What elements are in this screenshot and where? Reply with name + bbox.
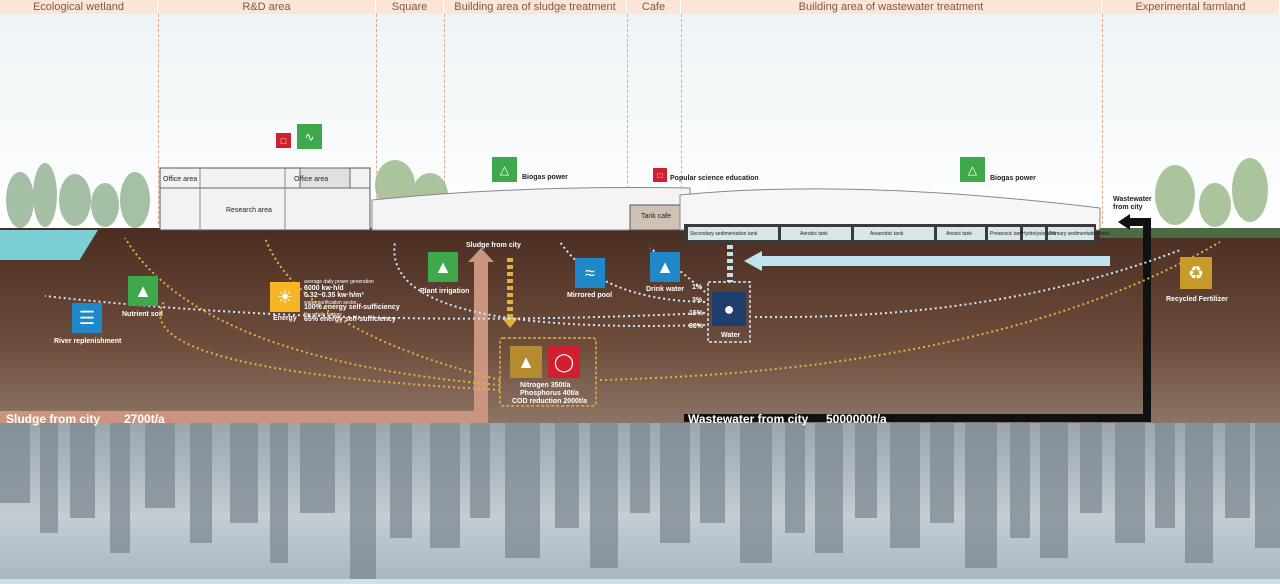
fish-icon: ☰ xyxy=(72,303,102,333)
tree-icon: ▲ xyxy=(428,252,458,282)
book-icon: □ xyxy=(653,168,667,182)
nutrient-line-1: Nitrogen 350t/a xyxy=(520,382,571,389)
wastewater-flow-value: 5000000t/a xyxy=(826,412,887,426)
tank-cafe-label: Tank cafe xyxy=(641,213,671,220)
energy-line-7: 65% energy self-sufficiency xyxy=(304,316,396,323)
biogas-power-label-2: Biogas power xyxy=(990,175,1036,182)
nutrient-dotted-lines xyxy=(124,237,1221,391)
waves-icon: ≈ xyxy=(575,258,605,288)
sludge-building xyxy=(371,187,691,231)
biogas-icon: △ xyxy=(960,157,985,182)
zone-ecological-wetland: Ecological wetland xyxy=(0,0,158,14)
leaf-wave-icon: ∿ xyxy=(297,124,322,149)
zone-divider xyxy=(681,14,682,224)
water-label: Water xyxy=(721,332,741,339)
wastewater-top-label: Wastewater from city xyxy=(1113,196,1152,211)
faucet-icon: ▲ xyxy=(650,252,680,282)
energy-label: Energy xyxy=(273,315,297,322)
farmland-grass xyxy=(1100,228,1280,238)
tank-label-primary: Primary sedimentation tank xyxy=(1049,231,1110,237)
city-skyline-reflection xyxy=(0,423,1280,579)
sludge-pipe-horizontal xyxy=(0,411,488,423)
biogas-icon: △ xyxy=(492,157,517,182)
tree-icon: ▲ xyxy=(128,276,158,306)
water-percent-4: 80% xyxy=(689,323,704,330)
popular-science-label: Popular science education xyxy=(670,175,759,182)
sludge-from-city-top-label: Sludge from city xyxy=(466,242,521,249)
nutrient-line-2: Phosphorus 40t/a xyxy=(520,390,579,397)
sludge-dashed-arrow xyxy=(502,318,518,328)
trees-farmland xyxy=(1155,158,1268,227)
tank-label-aerobic: Aerobic tank xyxy=(800,231,828,237)
zone-divider xyxy=(1102,14,1103,224)
energy-line-1: average daily power generation xyxy=(304,279,374,285)
nutrient-soil-label: Nutrient soil xyxy=(122,311,163,318)
energy-line-4: water purification sector xyxy=(304,300,357,306)
water-flow-bar xyxy=(760,256,1110,266)
flask-icon: ◯ xyxy=(548,346,580,378)
mountain-icon: ▲ xyxy=(510,346,542,378)
wastewater-flow-label: Wastewater from city xyxy=(688,412,809,426)
river-replenishment-label: River replenishment xyxy=(54,338,122,345)
zone-cafe: Cafe xyxy=(627,0,681,14)
zone-square: Square xyxy=(376,0,444,14)
sludge-arrow-head xyxy=(468,248,494,262)
zone-divider xyxy=(376,14,377,224)
wastewater-pipe xyxy=(684,218,1151,422)
book-icon: □ xyxy=(276,133,291,148)
sludge-pipe-vertical xyxy=(474,262,488,423)
mirrored-pool-label: Mirrored pool xyxy=(567,292,613,299)
zone-rd-area: R&D area xyxy=(158,0,376,14)
nutrient-line-3: COD reduction 2000t/a xyxy=(512,398,588,405)
tank-label-hydrolysis: Hydrolysis tank xyxy=(1022,231,1056,237)
plant-irrigation-label: Plant irrigation xyxy=(420,288,470,295)
water-box-outline xyxy=(707,281,751,343)
water-percent-1: 1% xyxy=(692,284,703,291)
recycled-fertilizer-label: Recycled Fertilizer xyxy=(1166,296,1228,303)
sun-icon: ☀ xyxy=(270,282,300,312)
energy-line-6: the whole factory xyxy=(304,312,342,318)
sludge-flow-label: Sludge from city xyxy=(6,412,101,426)
water-drop-icon: ● xyxy=(712,292,746,326)
energy-line-3: 0.32~0.35 kw·h/m³ xyxy=(304,292,364,299)
zone-divider xyxy=(444,14,445,224)
recycle-icon: ♻ xyxy=(1180,257,1212,289)
research-area-label: Research area xyxy=(226,207,272,214)
tank-label-anaerobic: Anaerobic tank xyxy=(870,231,904,237)
zone-header-bar: Ecological wetland R&D area Square Build… xyxy=(0,0,1280,14)
wastewater-arrow-head xyxy=(1118,214,1130,230)
trees-left xyxy=(6,163,150,228)
scenery-svg xyxy=(0,158,1280,260)
office-area-label-2: Office area xyxy=(294,176,329,183)
rd-building xyxy=(159,167,371,231)
nutrient-box-outline xyxy=(499,337,597,407)
tank-label-secondary: Secondary sedimentation tank xyxy=(690,231,758,237)
office-area-label-1: Office area xyxy=(163,176,198,183)
zone-sludge-treatment: Building area of sludge treatment xyxy=(444,0,627,14)
tank-label-preanoxic: Preanoxic tank xyxy=(990,231,1024,237)
wastewater-building xyxy=(679,188,1101,244)
water-percent-3: 15% xyxy=(689,310,704,317)
zone-divider xyxy=(158,14,159,224)
skyline-svg xyxy=(0,423,1280,579)
sludge-flow-value: 2700t/a xyxy=(124,412,165,426)
drink-water-label: Drink water xyxy=(646,286,685,293)
water-dotted-lines xyxy=(44,241,1181,327)
zone-divider xyxy=(627,14,628,224)
water-flow-arrow xyxy=(744,251,762,271)
biogas-power-label-1: Biogas power xyxy=(522,174,568,181)
energy-line-5: 100% energy self-sufficiency xyxy=(304,304,400,311)
wetland-water xyxy=(0,230,98,260)
zone-wastewater-treatment: Building area of wastewater treatment xyxy=(681,0,1102,14)
water-percent-2: 3% xyxy=(692,297,703,304)
tank-label-anoxic: Anoxic tank xyxy=(946,231,972,237)
energy-line-2: 6000 kw·h/d xyxy=(304,285,344,292)
